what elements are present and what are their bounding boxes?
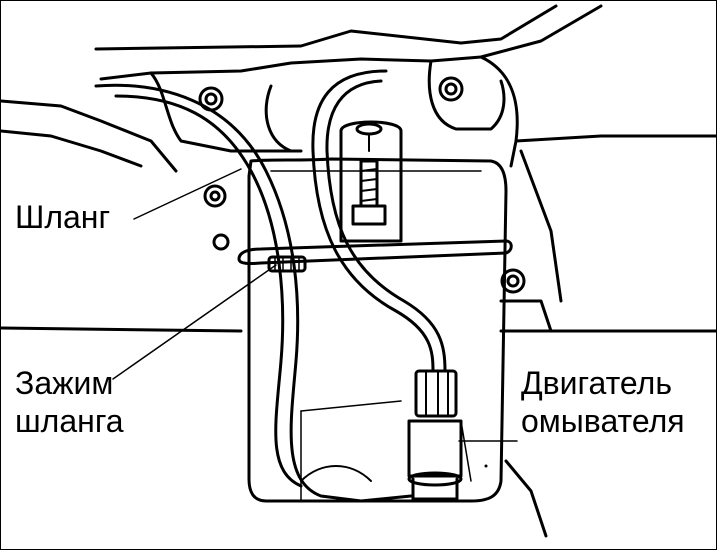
- washer-motor-label-line1: Двигатель: [521, 365, 672, 401]
- hose-clamp-label-line2: шланга: [15, 403, 124, 439]
- hose: [94, 83, 413, 503]
- hose-clamp: [267, 255, 307, 273]
- hose-clamp-leader-line: [112, 264, 277, 380]
- mounting-bracket: [339, 120, 403, 243]
- hose-label: Шланг: [15, 199, 111, 235]
- leader-lines: [112, 168, 518, 442]
- bolt-heads: [198, 76, 526, 294]
- washer-reservoir: [247, 157, 508, 503]
- dot-marks: [484, 464, 488, 468]
- motor-wire: [311, 69, 447, 373]
- hose-leader-line: [133, 168, 242, 220]
- hose-clamp-label-line1: Зажим: [15, 365, 114, 401]
- body-panel: [1, 4, 716, 538]
- washer-motor-label-line2: омывателя: [521, 403, 685, 439]
- washer-motor: [407, 369, 463, 501]
- retaining-strap: [237, 239, 513, 265]
